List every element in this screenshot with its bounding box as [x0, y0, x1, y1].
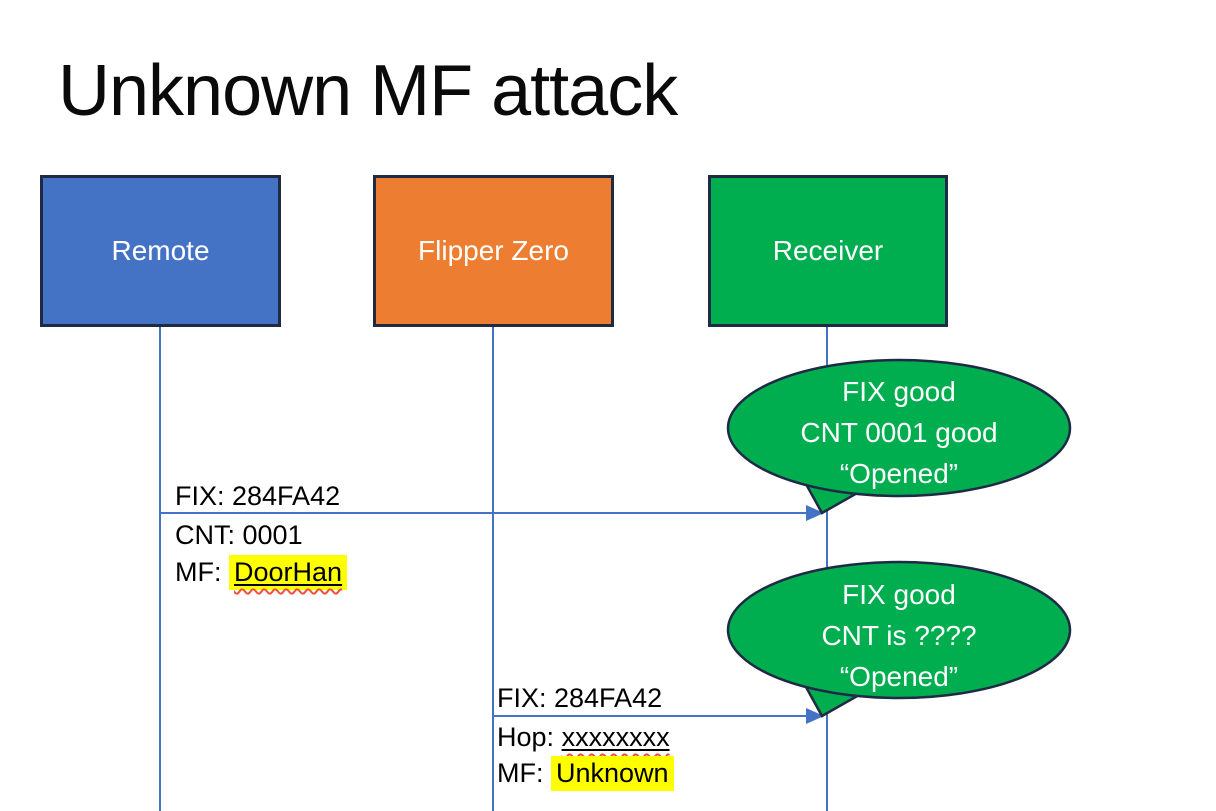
callout-ellipse — [726, 560, 1072, 700]
actor-box-remote: Remote — [40, 175, 281, 327]
field-value: DoorHan — [234, 557, 343, 587]
callout-line: “Opened” — [839, 458, 959, 489]
highlighted-value: DoorHan — [229, 555, 348, 590]
callout-line: FIX good — [842, 376, 956, 407]
actor-label: Receiver — [772, 235, 884, 266]
actor-box-receiver: Receiver — [708, 175, 948, 327]
callout-line: FIX good — [842, 579, 956, 610]
message2-fix-label: FIX: 284FA42 — [497, 683, 663, 713]
callout-ellipse — [726, 358, 1072, 498]
callout-line: CNT 0001 good — [800, 417, 998, 448]
actor-box-flipper-zero: Flipper Zero — [373, 175, 614, 327]
field-label: CNT: — [175, 520, 235, 550]
message1-cnt-label: CNT: 0001 — [175, 519, 303, 551]
message1-fix-label: FIX: 284FA42 — [175, 481, 341, 511]
callout-2-text: FIX good CNT is ???? “Opened” — [739, 574, 1059, 697]
message1-mf-label: MF: DoorHan — [175, 555, 348, 590]
message2-mf-label: MF: Unknown — [497, 756, 674, 791]
lifeline-remote — [159, 327, 161, 811]
message2-arrow-line — [493, 715, 806, 717]
message2-hop-label: Hop: xxxxxxxx — [497, 721, 670, 753]
field-label: Hop: — [497, 722, 555, 752]
squiggle-underlined-value: xxxxxxxx — [562, 722, 670, 752]
callout-bubble-2 — [726, 560, 1072, 718]
callout-bubble-1 — [726, 358, 1072, 515]
actor-label: Flipper Zero — [418, 235, 569, 266]
field-label: MF: — [175, 557, 222, 587]
field-value: xxxxxxxx — [561, 722, 670, 752]
callout-1-text: FIX good CNT 0001 good “Opened” — [739, 371, 1059, 494]
actor-label: Remote — [111, 235, 210, 266]
field-value: 0001 — [242, 520, 303, 550]
lifeline-flipper-zero — [492, 327, 494, 811]
slide-title: Unknown MF attack — [58, 51, 678, 132]
message1-arrow-line — [160, 512, 806, 514]
callout-line: “Opened” — [839, 661, 959, 692]
highlighted-value: Unknown — [551, 756, 674, 791]
field-label: MF: — [497, 758, 544, 788]
callout-line: CNT is ???? — [821, 620, 977, 651]
